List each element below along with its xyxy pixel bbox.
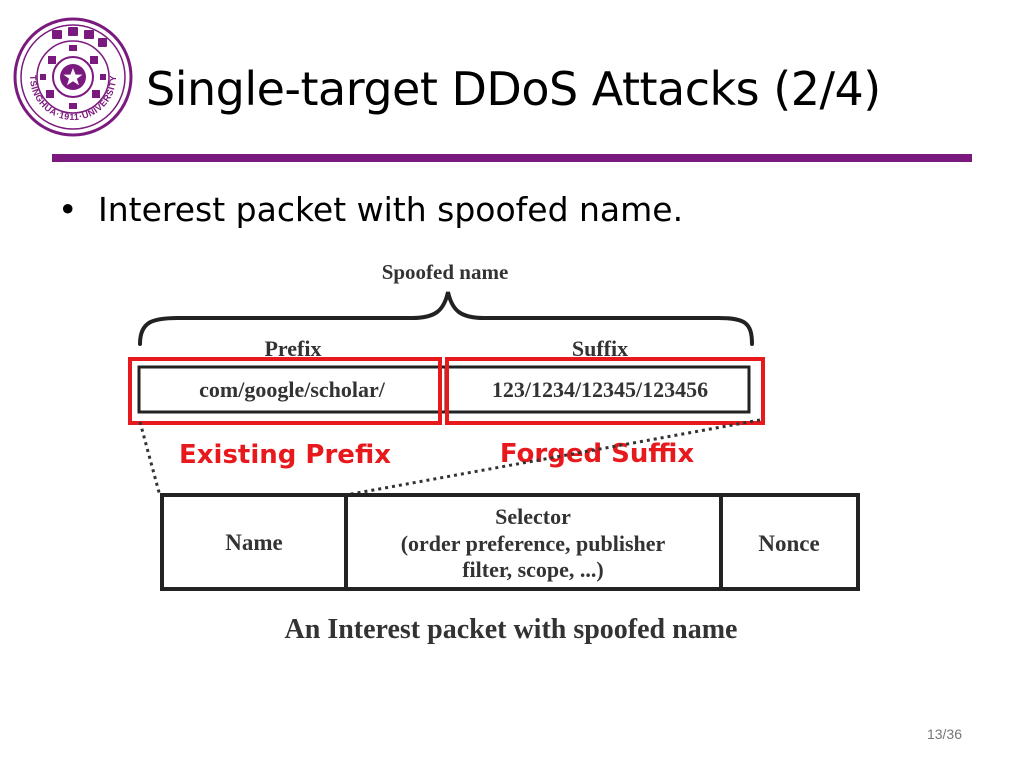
prefix-highlight-box <box>128 357 442 425</box>
diagram-caption: An Interest packet with spoofed name <box>285 614 738 645</box>
curly-brace <box>138 291 754 346</box>
selector-detail-1: (order preference, publisher <box>401 531 666 556</box>
slide-title: Single-target DDoS Attacks (2/4) <box>146 62 881 116</box>
university-logo: TSINGHUA·1911·UNIVERSITY <box>13 17 133 137</box>
connector-left-dotted <box>138 421 162 497</box>
selector-title: Selector <box>495 504 571 529</box>
packet-nonce-field: Nonce <box>758 531 819 556</box>
forged-suffix-label: Forged Suffix <box>500 439 695 469</box>
prefix-value: com/google/scholar/ <box>199 377 386 402</box>
suffix-value: 123/1234/12345/123456 <box>492 377 708 402</box>
connector-right-dotted <box>345 418 761 497</box>
name-field-box <box>137 365 751 414</box>
spoofed-name-label: Spoofed name <box>382 260 509 284</box>
existing-prefix-label: Existing Prefix <box>179 440 391 470</box>
title-divider <box>52 154 972 162</box>
suffix-label: Suffix <box>572 336 628 361</box>
selector-detail-2: filter, scope, ...) <box>462 557 604 582</box>
bullet-item: • Interest packet with spoofed name. <box>58 190 683 229</box>
prefix-label: Prefix <box>264 336 321 361</box>
page-number: 13/36 <box>926 726 962 742</box>
interest-packet-box <box>160 493 860 591</box>
packet-name-field: Name <box>225 530 282 555</box>
suffix-highlight-box <box>445 357 765 425</box>
bullet-text: Interest packet with spoofed name. <box>98 190 684 229</box>
bullet-icon: • <box>58 190 78 229</box>
